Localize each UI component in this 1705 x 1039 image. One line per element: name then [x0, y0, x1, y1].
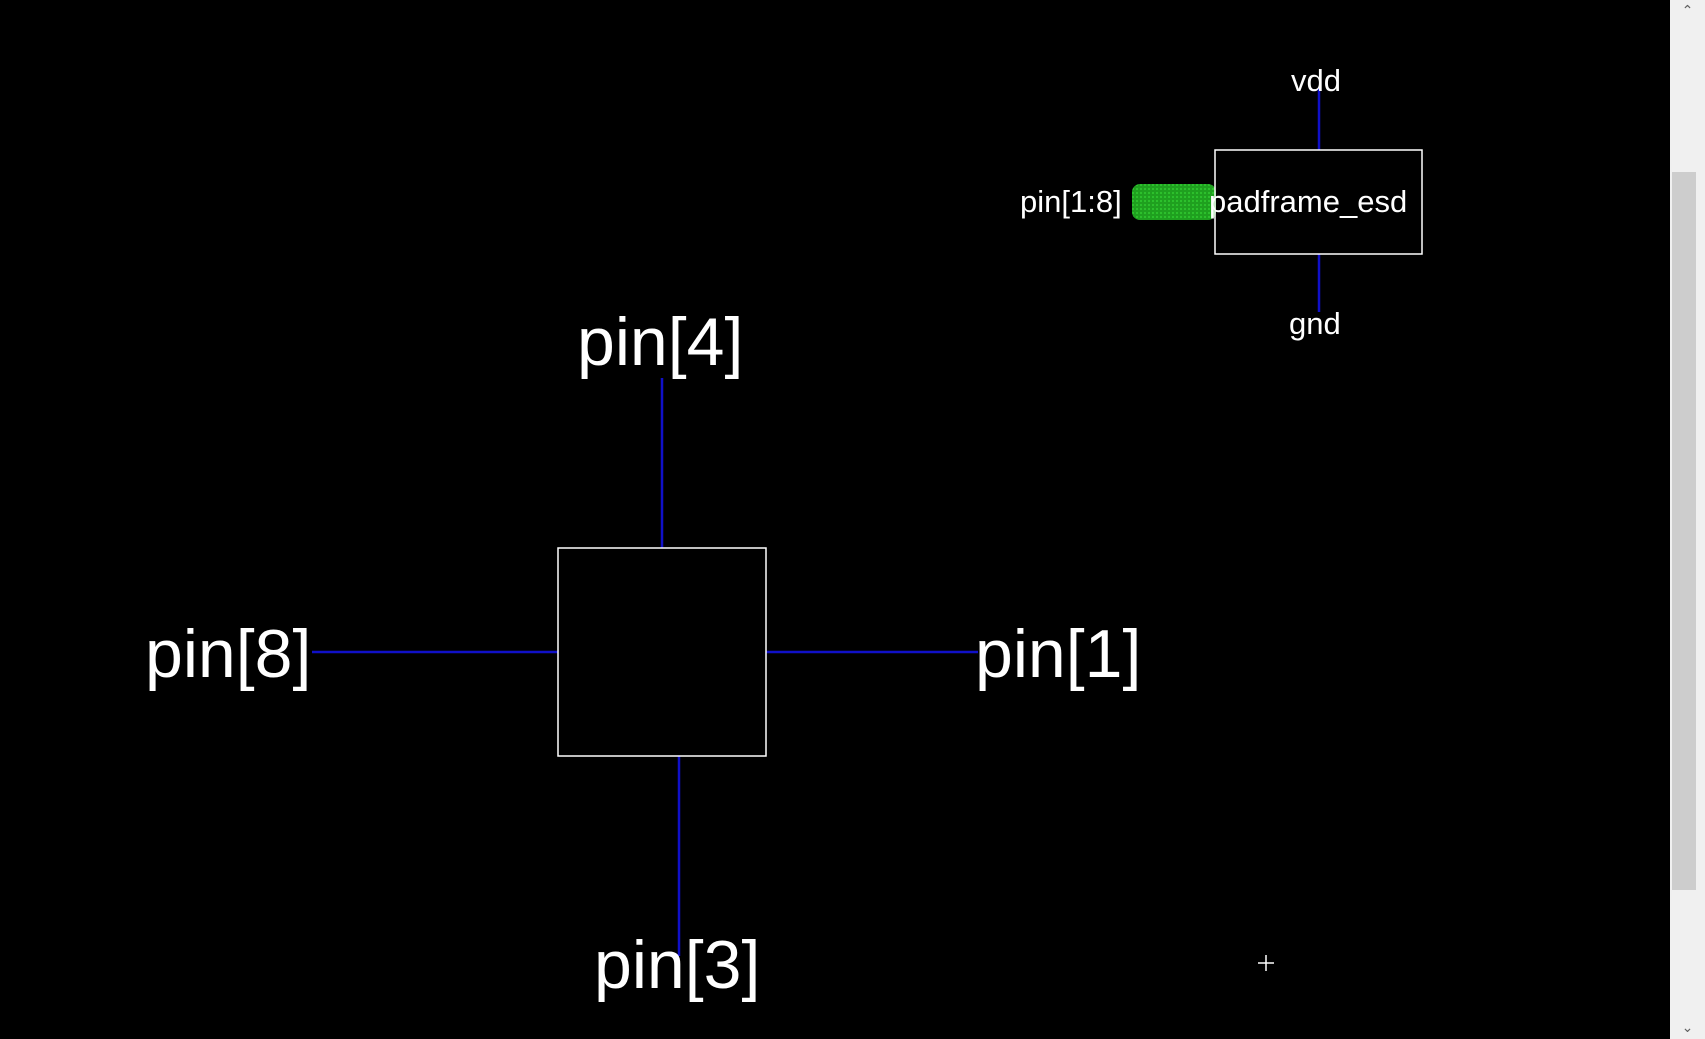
chevron-up-icon[interactable]: ⌃ [1681, 3, 1694, 19]
chevron-down-icon[interactable]: ⌄ [1681, 1020, 1694, 1036]
right-pin-label: pin[1] [975, 616, 1141, 692]
schematic-drawing[interactable]: padframe_esd pin[1:8] vdd gnd pin[4] pin… [0, 0, 1670, 1039]
crosshair-cursor-icon [1258, 955, 1274, 971]
schematic-canvas[interactable]: padframe_esd pin[1:8] vdd gnd pin[4] pin… [0, 0, 1670, 1039]
pad-block[interactable]: pin[4] pin[8] pin[1] pin[3] [145, 304, 1141, 1003]
left-pin-label: pin[8] [145, 616, 311, 692]
bus-pin-label: pin[1:8] [1020, 184, 1122, 219]
top-pin-label: pin[4] [577, 304, 743, 380]
padframe-esd-symbol[interactable]: padframe_esd pin[1:8] vdd gnd [1020, 63, 1423, 341]
bus-pin-wire[interactable] [1132, 184, 1216, 220]
padframe-esd-label: padframe_esd [1209, 184, 1407, 219]
scrollbar-thumb[interactable] [1672, 172, 1696, 890]
vdd-pin-label: vdd [1291, 63, 1341, 98]
pad-block-box[interactable] [557, 547, 767, 757]
gnd-pin-label: gnd [1289, 306, 1341, 341]
padframe-esd-box[interactable] [1214, 149, 1423, 255]
bottom-pin-label: pin[3] [594, 927, 760, 1003]
vertical-scrollbar[interactable]: ⌃ ⌄ [1670, 0, 1705, 1039]
